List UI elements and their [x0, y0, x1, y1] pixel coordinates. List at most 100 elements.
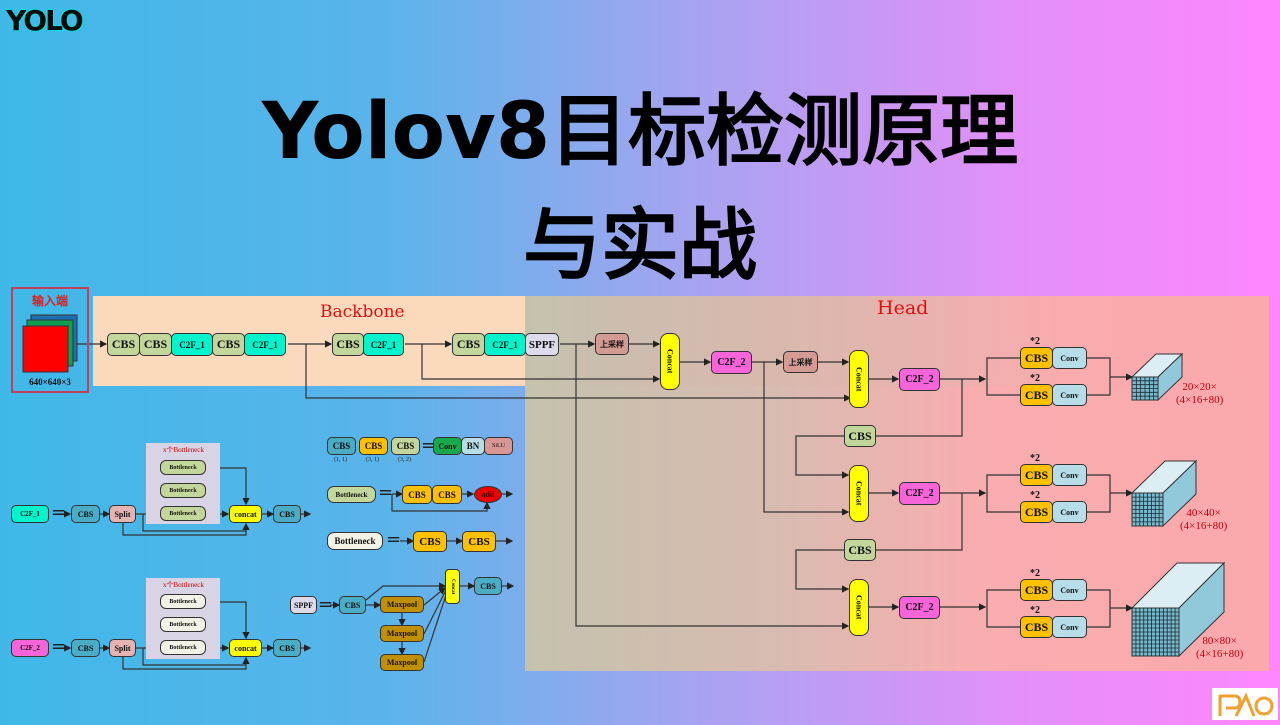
repeat-annotation: *2 [1030, 336, 1040, 347]
repeat-annotation: *2 [1030, 605, 1040, 616]
page-subtitle: 与实战 [522, 201, 757, 291]
sppf-def-cbs-out: CBS [474, 577, 502, 595]
output-label-20: 20×20×(4×16+80) [1176, 381, 1223, 407]
head-concat-3[interactable]: Concat [849, 465, 869, 522]
c2f2-def-split: Split [109, 639, 136, 657]
c2f2-def-bottleneck-3: Bottleneck [160, 640, 206, 655]
head-cbs-down-2[interactable]: CBS [844, 539, 876, 561]
backbone-cbs-3[interactable]: CBS [212, 333, 245, 356]
sppf-def-cbs: CBS [339, 596, 366, 614]
detect-cbs-2-1[interactable]: CBS [1020, 464, 1053, 486]
legend-bottleneck-plain-cbs-2: CBS [462, 531, 496, 552]
backbone-sppf[interactable]: SPPF [525, 333, 559, 356]
detect-conv-1-1[interactable]: Conv [1052, 347, 1087, 369]
sppf-def-label: SPPF [290, 596, 317, 614]
head-label: Head [877, 297, 929, 319]
c2f1-def-split: Split [109, 505, 136, 523]
head-c2f2-1[interactable]: C2F_2 [711, 351, 752, 374]
c2f1-def-bottleneck-2: Bottleneck [160, 483, 206, 498]
repeat-annotation: *2 [1030, 568, 1040, 579]
sppf-def-maxpool-1: Maxpool [380, 596, 424, 613]
page-title: Yolov8目标检测原理 [261, 87, 1019, 177]
c2f2-def-label: C2F_2 [11, 639, 49, 657]
sppf-def-maxpool-2: Maxpool [380, 625, 424, 642]
head-c2f2-4[interactable]: C2F_2 [899, 596, 940, 619]
pao-watermark [1212, 688, 1278, 720]
legend-cbs-32-params: (3, 2) [398, 457, 411, 463]
head-cbs-down-1[interactable]: CBS [844, 425, 876, 447]
c2f2-def-cbs-out: CBS [273, 639, 301, 657]
c2f1-group-label: x个Bottleneck [163, 446, 204, 454]
backbone-cbs-1[interactable]: CBS [107, 333, 140, 356]
c2f2-def-bottleneck-1: Bottleneck [160, 594, 206, 609]
legend-bn: BN [461, 437, 485, 455]
backbone-cbs-4[interactable]: CBS [332, 333, 364, 356]
head-upsample-1[interactable]: 上采样 [595, 333, 629, 355]
backbone-cbs-5[interactable]: CBS [452, 333, 485, 356]
output-20-channels: (4×16+80) [1176, 394, 1224, 406]
equals-sign: = [51, 502, 67, 523]
detect-cbs-3-2[interactable]: CBS [1020, 616, 1053, 638]
head-concat-2[interactable]: Concat [849, 350, 869, 408]
head-concat-1[interactable]: Concat [660, 333, 680, 390]
legend-bottleneck-res-cbs-1: CBS [402, 485, 432, 504]
detect-cbs-3-1[interactable]: CBS [1020, 579, 1053, 601]
head-c2f2-2[interactable]: C2F_2 [899, 368, 940, 391]
backbone-c2f1-1[interactable]: C2F_1 [171, 333, 213, 356]
input-image-icon [22, 325, 69, 373]
detect-conv-1-2[interactable]: Conv [1052, 384, 1087, 406]
c2f1-def-concat: concat [229, 505, 262, 523]
equals-sign: = [318, 594, 334, 615]
equals-sign: = [51, 636, 67, 657]
c2f2-def-concat: concat [229, 639, 262, 657]
c2f1-def-cbs: CBS [71, 505, 100, 523]
backbone-c2f1-3[interactable]: C2F_1 [363, 333, 404, 356]
legend-silu: SiLU [484, 437, 513, 455]
detect-cbs-2-2[interactable]: CBS [1020, 501, 1053, 523]
legend-bottleneck-res: Bottleneck [327, 486, 376, 503]
c2f1-def-cbs-out: CBS [273, 505, 301, 523]
output-40-dims: 40×40× [1186, 507, 1221, 519]
pao-logo-icon [1218, 692, 1274, 717]
legend-cbs-31-params: (3, 1) [366, 457, 379, 463]
detect-conv-3-2[interactable]: Conv [1052, 616, 1087, 638]
head-concat-4[interactable]: Concat [849, 579, 869, 636]
legend-conv: Conv [433, 437, 462, 455]
equals-sign: = [378, 482, 394, 503]
legend-bottleneck-plain-cbs-1: CBS [413, 531, 447, 552]
detect-cbs-1-1[interactable]: CBS [1020, 347, 1053, 369]
head-c2f2-3[interactable]: C2F_2 [899, 482, 940, 505]
detect-conv-2-1[interactable]: Conv [1052, 464, 1087, 486]
equals-sign: = [386, 529, 402, 550]
backbone-c2f1-2[interactable]: C2F_1 [244, 333, 286, 356]
output-label-80: 80×80×(4×16+80) [1196, 635, 1243, 661]
output-20-dims: 20×20× [1182, 381, 1217, 393]
detect-conv-2-2[interactable]: Conv [1052, 501, 1087, 523]
c2f2-group-label: x个Bottleneck [163, 581, 204, 589]
c2f1-def-bottleneck-3: Bottleneck [160, 506, 206, 521]
output-40-channels: (4×16+80) [1180, 520, 1228, 532]
c2f1-def-bottleneck-1: Bottleneck [160, 460, 206, 475]
legend-cbs-11-params: (1, 1) [334, 457, 347, 463]
repeat-annotation: *2 [1030, 490, 1040, 501]
backbone-c2f1-4[interactable]: C2F_1 [484, 333, 526, 356]
output-80-dims: 80×80× [1202, 635, 1237, 647]
output-label-40: 40×40×(4×16+80) [1180, 507, 1227, 533]
legend-cbs-32: CBS [391, 437, 420, 455]
backbone-cbs-2[interactable]: CBS [139, 333, 172, 356]
yolo-logo: YOLO [6, 4, 84, 37]
legend-bottleneck-res-cbs-2: CBS [432, 485, 462, 504]
sppf-def-concat: Concat [445, 569, 460, 604]
detect-conv-3-1[interactable]: Conv [1052, 579, 1087, 601]
repeat-annotation: *2 [1030, 373, 1040, 384]
input-box [11, 287, 89, 393]
head-upsample-2[interactable]: 上采样 [783, 351, 818, 373]
legend-bottleneck-plain: Bottleneck [327, 532, 383, 550]
equals-sign: = [421, 435, 437, 456]
legend-cbs-31: CBS [359, 437, 388, 455]
c2f1-def-label: C2F_1 [11, 505, 49, 523]
sppf-def-maxpool-3: Maxpool [380, 654, 424, 671]
input-size: 640×640×3 [29, 377, 71, 387]
repeat-annotation: *2 [1030, 453, 1040, 464]
detect-cbs-1-2[interactable]: CBS [1020, 384, 1053, 406]
